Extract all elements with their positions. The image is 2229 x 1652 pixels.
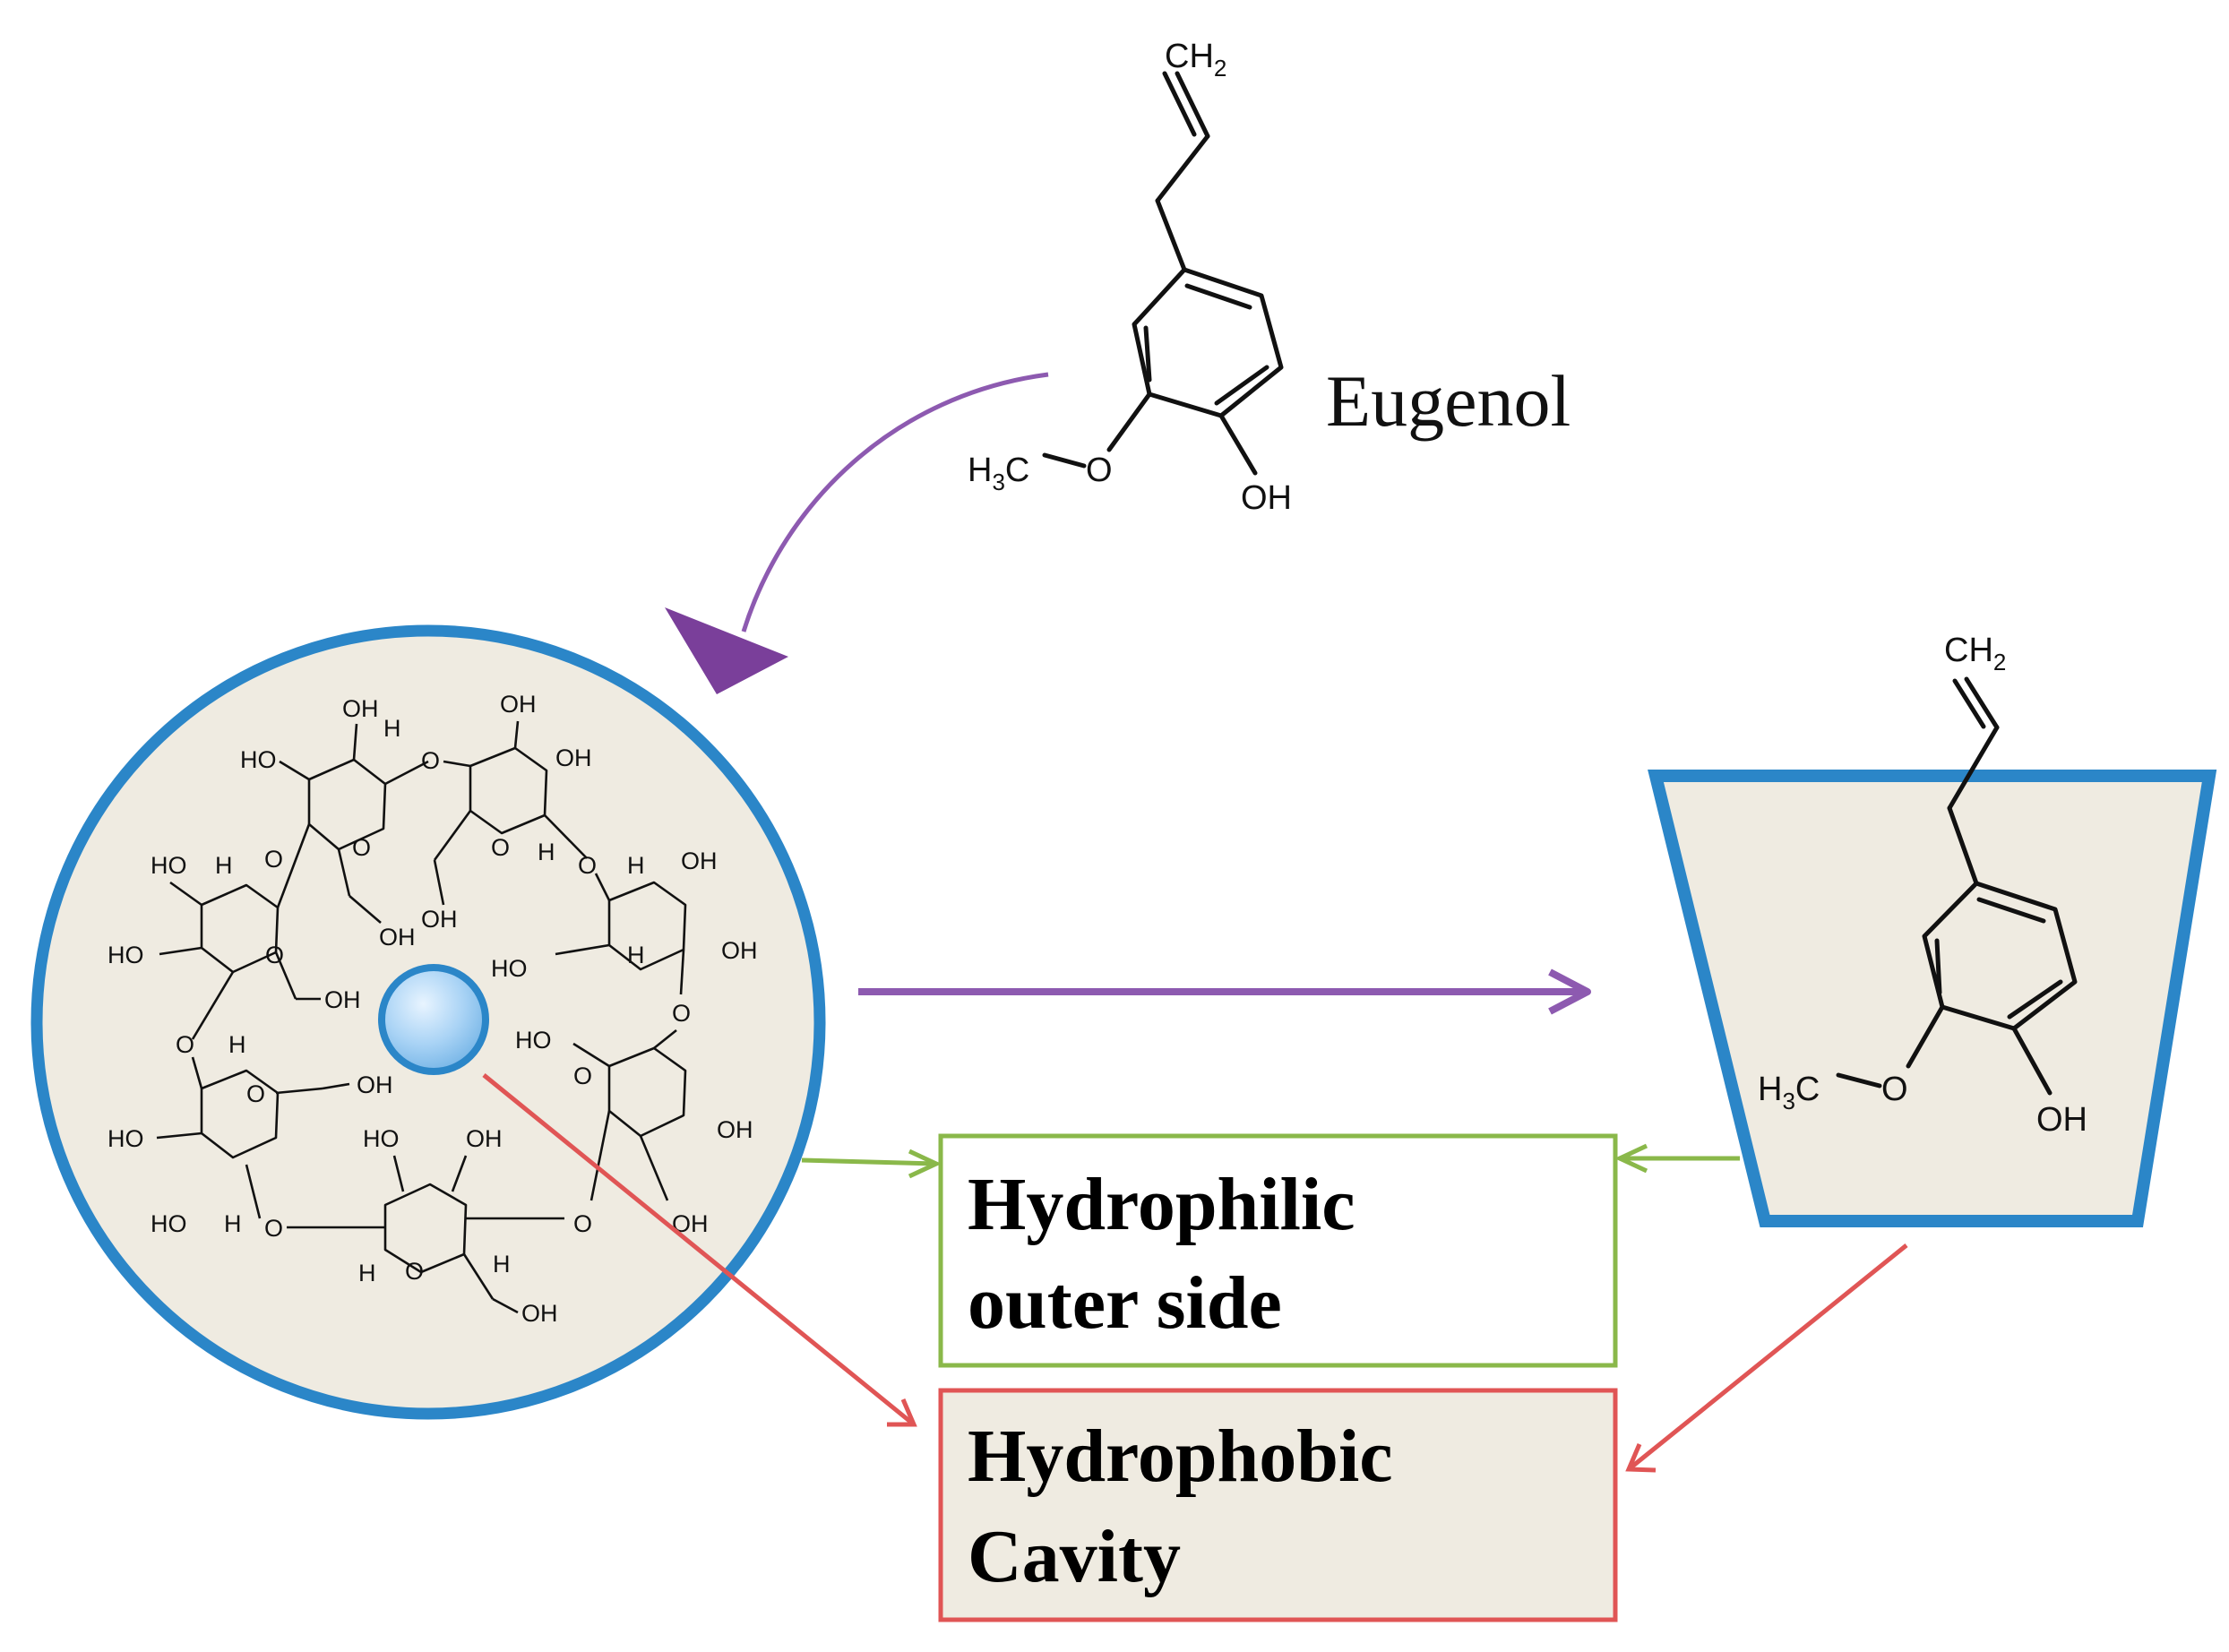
svg-text:O: O — [578, 852, 597, 879]
eugenol-oh-label: OH — [1241, 479, 1292, 517]
svg-text:O: O — [405, 1258, 424, 1285]
svg-text:HO: HO — [108, 1125, 144, 1152]
svg-text:HO: HO — [151, 852, 187, 879]
svg-text:HO: HO — [240, 746, 277, 773]
svg-text:O: O — [264, 1215, 283, 1242]
svg-text:OH: OH — [379, 924, 416, 951]
hydrophobic-cavity-ball — [378, 964, 489, 1075]
included-oh-label: OH — [2036, 1101, 2087, 1139]
svg-text:H: H — [228, 1031, 246, 1058]
red-arrow-right — [1625, 1243, 1908, 1473]
included-o-label: O — [1881, 1071, 1908, 1108]
purple-arrowhead-icon — [665, 607, 788, 694]
cyclodextrin-structure: OH HO H O OH OH OH O H O OH O OH OH H H … — [108, 691, 758, 1327]
svg-text:OH: OH — [681, 848, 718, 874]
svg-text:O: O — [672, 1000, 691, 1027]
svg-text:OH: OH — [357, 1071, 393, 1098]
hydrophobic-line2: Cavity — [968, 1515, 1181, 1598]
purple-arrowhead-right-icon — [1548, 968, 1591, 1015]
svg-text:OH: OH — [466, 1125, 503, 1152]
svg-text:H: H — [215, 852, 233, 879]
svg-text:O: O — [246, 1080, 265, 1107]
included-eugenol-molecule: CH2 OH O H3C — [1758, 632, 2087, 1139]
curved-purple-arrow — [741, 372, 1049, 632]
eugenol-h3c-label: H3C — [968, 452, 1029, 495]
included-ch2-label: CH2 — [1944, 632, 2006, 675]
svg-text:H: H — [627, 852, 645, 879]
svg-text:HO: HO — [491, 955, 528, 982]
svg-text:OH: OH — [324, 986, 361, 1013]
svg-text:OH: OH — [500, 691, 537, 718]
svg-text:O: O — [264, 846, 283, 873]
green-arrow-right — [1614, 1143, 1740, 1174]
svg-text:H: H — [493, 1251, 511, 1278]
hydrophilic-line2: outer side — [968, 1261, 1282, 1345]
svg-text:O: O — [491, 834, 510, 861]
included-h3c-label: H3C — [1758, 1071, 1820, 1114]
svg-text:H: H — [358, 1260, 376, 1286]
svg-text:OH: OH — [342, 695, 379, 722]
svg-text:H: H — [383, 715, 401, 742]
svg-text:O: O — [421, 747, 440, 774]
svg-text:HO: HO — [151, 1210, 187, 1237]
hydrophobic-box — [938, 1388, 1618, 1622]
svg-text:O: O — [573, 1063, 592, 1089]
svg-text:H: H — [627, 942, 645, 968]
svg-text:H: H — [224, 1210, 242, 1237]
hydrophilic-box — [938, 1133, 1618, 1368]
inclusion-complex-cavity — [1648, 770, 2217, 1227]
svg-text:O: O — [176, 1031, 194, 1058]
hydrophilic-line1: Hydrophilic — [968, 1163, 1355, 1246]
svg-text:HO: HO — [515, 1027, 552, 1054]
svg-text:OH: OH — [721, 937, 758, 964]
svg-text:HO: HO — [363, 1125, 400, 1152]
svg-text:OH: OH — [717, 1116, 753, 1143]
eugenol-name-label: Eugenol — [1326, 360, 1571, 442]
svg-text:HO: HO — [108, 942, 144, 968]
svg-text:OH: OH — [421, 906, 458, 933]
hydrophobic-line1: Hydrophobic — [968, 1415, 1393, 1498]
svg-text:O: O — [352, 834, 371, 861]
eugenol-o-label: O — [1086, 452, 1113, 489]
green-arrow-left — [801, 1149, 942, 1179]
eugenol-ch2-label: CH2 — [1165, 38, 1226, 82]
svg-text:O: O — [573, 1210, 592, 1237]
svg-text:OH: OH — [555, 744, 592, 771]
eugenol-molecule: CH2 OH O H3C — [968, 38, 1292, 517]
red-arrow-left — [482, 1073, 917, 1427]
svg-text:OH: OH — [521, 1300, 558, 1327]
svg-text:H: H — [538, 839, 555, 865]
